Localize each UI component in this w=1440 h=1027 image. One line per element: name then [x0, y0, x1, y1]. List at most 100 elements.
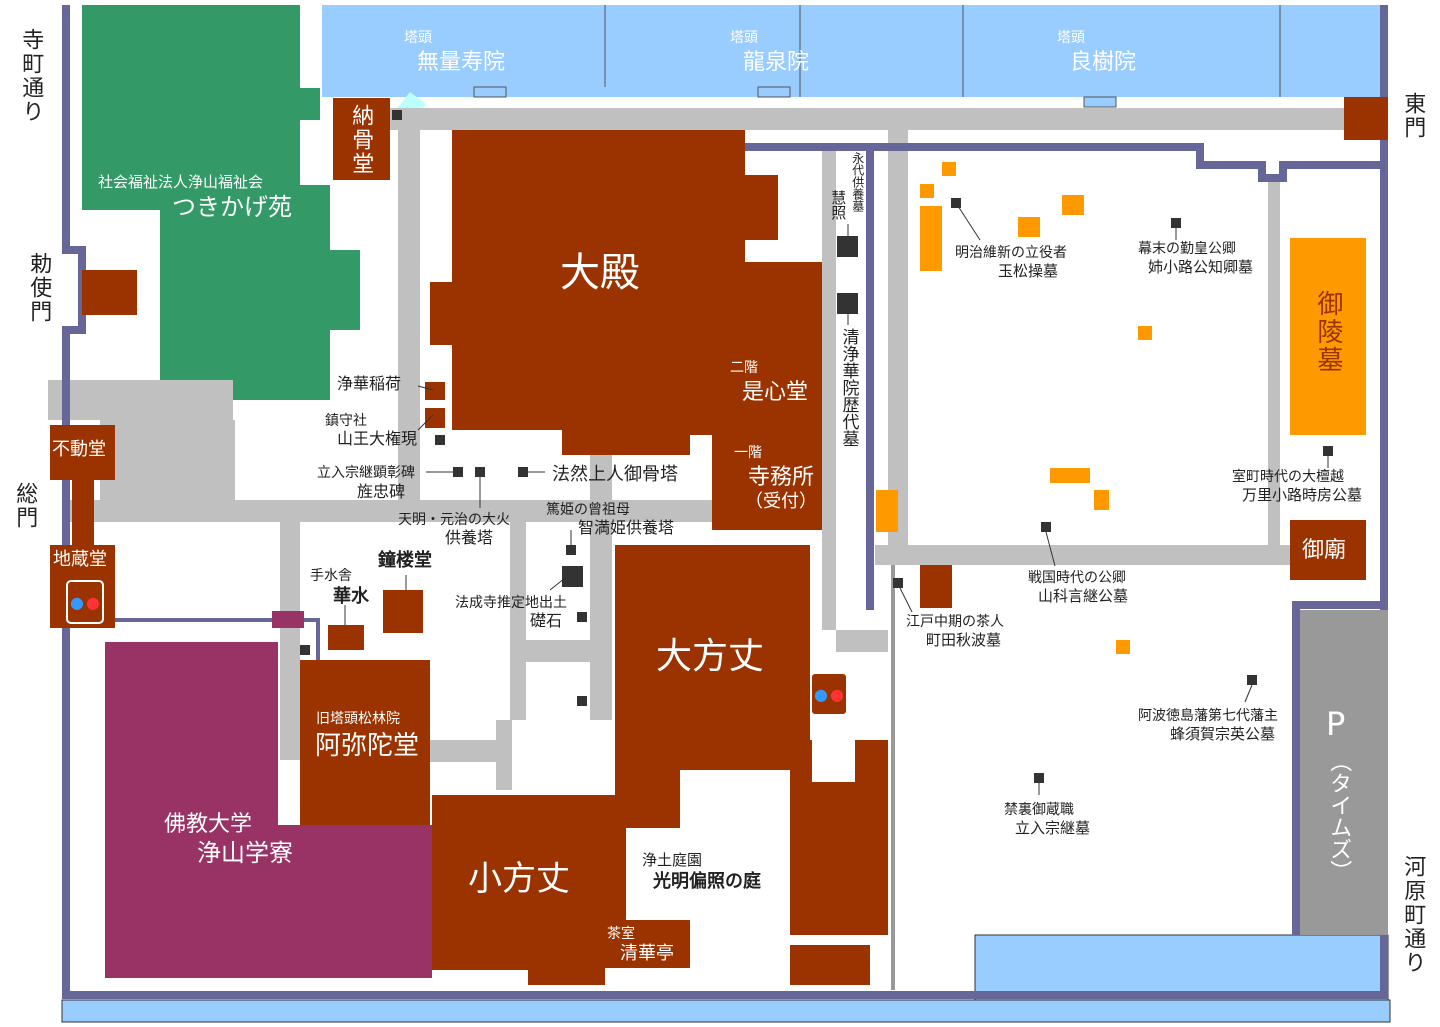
subtemple-tag: 塔頭	[404, 30, 432, 46]
machida-label: 町田秋波墓	[926, 631, 1002, 649]
daiden-building	[452, 130, 822, 530]
nokotsudo-label[interactable]: 納骨堂	[348, 104, 374, 176]
jimusho-note: （受付）	[745, 491, 817, 512]
markers	[300, 110, 1333, 783]
road	[1268, 180, 1280, 550]
road	[48, 380, 233, 420]
subtemple-muryojuin[interactable]: 無量寿院	[417, 50, 506, 75]
walls	[62, 5, 1388, 999]
eitai-marker	[837, 236, 858, 257]
tsukikage-label[interactable]: つきかげ苑	[172, 193, 292, 221]
road	[875, 545, 1295, 565]
fudodo-label[interactable]: 不動堂	[52, 439, 106, 460]
main-gate-label: 総門	[12, 482, 38, 530]
imperial-gate-building	[82, 270, 137, 315]
grave	[876, 490, 898, 532]
marker	[1247, 675, 1257, 685]
road	[590, 440, 612, 720]
road	[280, 520, 300, 760]
soseki-tag: 法成寺推定地出土	[455, 595, 567, 611]
gate-step	[757, 86, 791, 98]
tachiiri-tag: 禁裏御蔵職	[1004, 802, 1074, 818]
buildings	[50, 97, 1388, 985]
kenshohi-label: 旌忠碑	[357, 482, 406, 501]
inari-label: 浄華稲荷	[337, 374, 402, 393]
inner-wall	[745, 143, 1384, 182]
atsuhime-tag: 篤姫の曾祖母	[546, 502, 630, 518]
grave	[942, 162, 956, 176]
parking-name: （タイムズ）	[1326, 750, 1352, 882]
kenshohi-tag: 立入宗継顕彰碑	[317, 465, 415, 481]
jimusho-label[interactable]: 寺務所	[748, 465, 815, 490]
marker	[300, 645, 310, 655]
marker	[951, 198, 961, 208]
grave	[1116, 640, 1130, 654]
ohojo-building	[432, 545, 888, 985]
parking-symbol[interactable]: P	[1326, 705, 1346, 743]
gate-step	[1083, 96, 1117, 108]
road	[836, 630, 888, 652]
marker	[435, 435, 445, 445]
tachiiri-label: 立入宗継墓	[1015, 819, 1091, 837]
marker	[1041, 522, 1051, 532]
university-label-2[interactable]: 浄山学寮	[197, 839, 293, 867]
restroom-icon: ●●	[66, 580, 104, 624]
amida-tag: 旧塔頭松林院	[316, 711, 400, 727]
kohojo-label[interactable]: 小方丈	[468, 859, 570, 899]
road	[390, 108, 1385, 130]
gobyo-label[interactable]: 御廟	[1302, 538, 1347, 563]
gate-step	[473, 86, 507, 98]
zeshindo-label[interactable]: 是心堂	[742, 380, 809, 405]
graves	[876, 162, 1366, 654]
tsukikage-area	[82, 5, 360, 400]
daiden-label[interactable]: 大殿	[560, 250, 640, 296]
jimusho-floor: 一階	[734, 445, 762, 461]
honen-label: 法然上人御骨塔	[552, 464, 678, 485]
subtemple-ryojuin[interactable]: 良樹院	[1070, 50, 1137, 75]
marker	[893, 578, 903, 588]
grave	[1050, 468, 1090, 483]
amida-building	[300, 660, 430, 825]
marker	[518, 467, 528, 477]
subtemple-tag: 塔頭	[730, 30, 758, 46]
seikatei-building	[605, 925, 690, 968]
bottom-right-strip	[974, 934, 1389, 1001]
shoro-label[interactable]: 鐘楼堂	[378, 550, 432, 571]
building-annex	[920, 565, 952, 608]
inari-shrine	[425, 382, 445, 400]
garden-label[interactable]: 光明偏照の庭	[653, 871, 761, 892]
amida-label[interactable]: 阿弥陀堂	[315, 731, 420, 761]
chinju-tag: 鎮守社	[325, 413, 367, 429]
leader-lines	[344, 205, 1329, 795]
welfare-org: 社会福祉法人浄山福祉会	[98, 173, 264, 191]
marker	[1171, 218, 1181, 228]
seikatei-label[interactable]: 清華亭	[620, 943, 674, 964]
ohojo-label[interactable]: 大方丈	[656, 636, 765, 677]
madenokoji-label: 万里小路時房公墓	[1242, 486, 1363, 504]
hachisuka-label: 蜂須賀宗英公墓	[1170, 725, 1276, 743]
marker	[392, 110, 402, 120]
goryobo-label[interactable]: 御陵墓	[1312, 290, 1343, 374]
marker	[577, 696, 587, 706]
jizodo-label[interactable]: 地蔵堂	[53, 549, 107, 570]
shoro-building	[383, 590, 423, 633]
roads	[48, 108, 1385, 790]
subtemple-strip	[322, 5, 1388, 97]
yamashina-tag: 戦国時代の公卿	[1028, 570, 1126, 586]
subtemple-ryusenin[interactable]: 龍泉院	[743, 50, 810, 75]
temizu-label[interactable]: 華水	[333, 586, 369, 607]
machida-tag: 江戸中期の茶人	[906, 614, 1004, 630]
marker	[453, 467, 463, 477]
taika-tag: 天明・元治の大火	[398, 512, 510, 528]
tea-tag: 茶室	[607, 926, 635, 942]
marker	[566, 545, 576, 555]
grave	[1138, 326, 1152, 340]
building-annex	[790, 945, 870, 985]
restroom-icon: ●●	[810, 672, 848, 716]
road	[510, 520, 526, 720]
marker	[562, 566, 583, 587]
hachisuka-tag: 阿波徳島藩第七代藩主	[1138, 708, 1278, 724]
tamamatsu-tag: 明治維新の立役者	[955, 245, 1067, 261]
grave	[1094, 490, 1109, 510]
